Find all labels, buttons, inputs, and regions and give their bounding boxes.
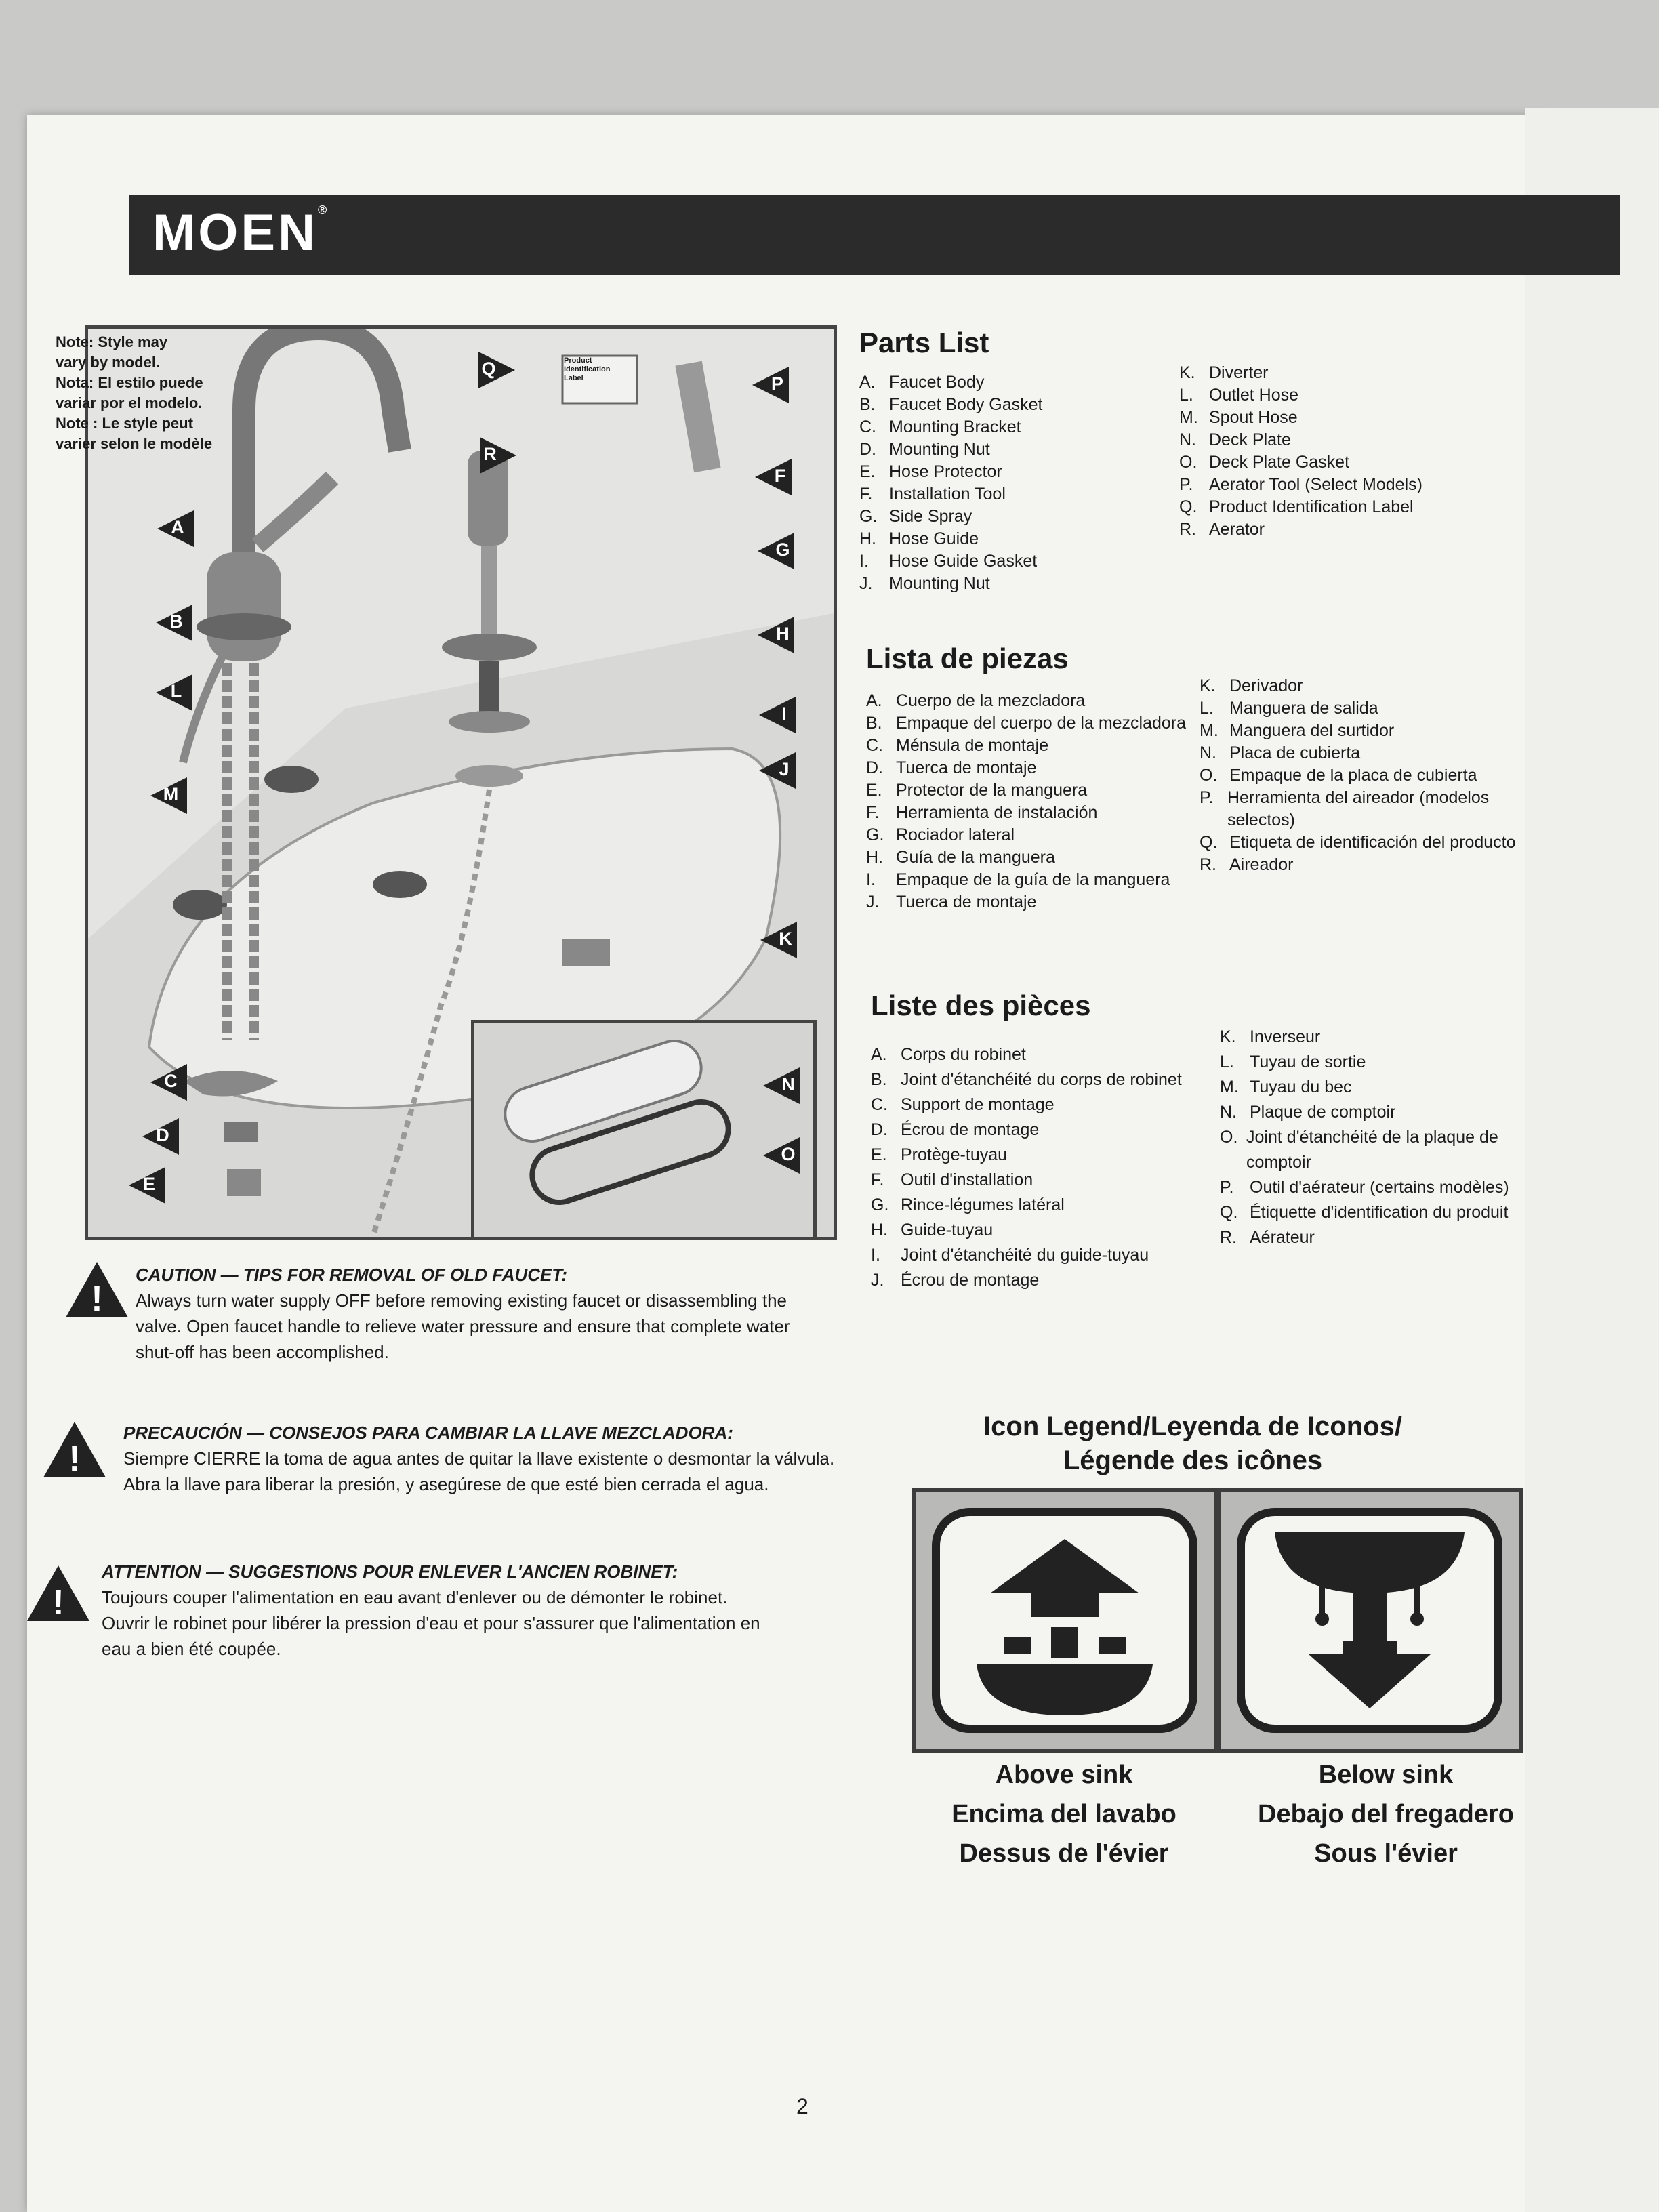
moen-logo: MOEN® bbox=[152, 203, 330, 262]
list-item: J.Tuerca de montaje bbox=[866, 893, 1037, 912]
header-bar bbox=[129, 195, 1620, 275]
product-label-tag: Product Identification Label bbox=[564, 356, 611, 382]
list-item: O.Deck Plate Gasket bbox=[1179, 453, 1350, 472]
list-item: B.Joint d'étanchéité du corps de robinet bbox=[871, 1070, 1182, 1089]
list-item: N.Deck Plate bbox=[1179, 430, 1291, 449]
list-item: D.Mounting Nut bbox=[859, 440, 990, 459]
list-item: J.Écrou de montage bbox=[871, 1271, 1040, 1290]
above-sink-caption: Above sink Encima del lavabo Dessus de l… bbox=[951, 1761, 1176, 1868]
lista-de-piezas-title: Lista de piezas bbox=[866, 642, 1069, 674]
list-item: I.Hose Guide Gasket bbox=[859, 552, 1038, 571]
caution-en: CAUTION — TIPS FOR REMOVAL OF OLD FAUCET… bbox=[136, 1265, 790, 1362]
lista-de-piezas-col2: K.Derivador L.Manguera de salida M.Mangu… bbox=[1200, 675, 1538, 876]
list-item: I.Empaque de la guía de la manguera bbox=[866, 870, 1170, 889]
above-sink-icon bbox=[932, 1508, 1197, 1733]
list-item: P.Herramienta del aireador (modelos sele… bbox=[1200, 788, 1490, 830]
list-item: Q.Product Identification Label bbox=[1179, 497, 1414, 516]
list-item: Q.Etiqueta de identificación del product… bbox=[1200, 833, 1516, 852]
warning-icon: ! bbox=[27, 1565, 89, 1622]
list-item: E.Protège-tuyau bbox=[871, 1145, 1008, 1164]
liste-des-pieces-col1: A.Corps du robinet B.Joint d'étanchéité … bbox=[871, 1042, 1182, 1293]
liste-des-pieces-title: Liste des pièces bbox=[871, 989, 1091, 1021]
list-item: L.Manguera de salida bbox=[1200, 699, 1378, 718]
list-item: K.Inverseur bbox=[1220, 1027, 1321, 1046]
list-item: B.Faucet Body Gasket bbox=[859, 395, 1043, 414]
below-sink-legend-icon bbox=[1216, 1488, 1523, 1753]
caution-fr: ATTENTION — SUGGESTIONS POUR ENLEVER L'A… bbox=[102, 1561, 760, 1659]
list-item: P.Aerator Tool (Select Models) bbox=[1179, 475, 1422, 494]
above-sink-legend-icon bbox=[912, 1488, 1218, 1753]
list-item: E.Hose Protector bbox=[859, 462, 1002, 481]
warning-icon: ! bbox=[66, 1262, 128, 1319]
icon-legend-title: Icon Legend/Leyenda de Iconos/ Légende d… bbox=[983, 1412, 1402, 1475]
list-item: L.Outlet Hose bbox=[1179, 386, 1299, 405]
below-sink-icon bbox=[1237, 1508, 1502, 1733]
list-item: D.Tuerca de montaje bbox=[866, 758, 1037, 777]
list-item: Q.Étiquette d'identification du produit bbox=[1220, 1203, 1509, 1222]
list-item: O.Empaque de la placa de cubierta bbox=[1200, 766, 1477, 785]
list-item: H.Hose Guide bbox=[859, 529, 979, 548]
list-item: E.Protector de la manguera bbox=[866, 781, 1088, 800]
list-item: C.Ménsula de montaje bbox=[866, 736, 1049, 755]
list-item: R.Aireador bbox=[1200, 855, 1294, 874]
list-item: M.Manguera del surtidor bbox=[1200, 721, 1395, 740]
list-item: N.Plaque de comptoir bbox=[1220, 1103, 1396, 1122]
below-sink-caption: Below sink Debajo del fregadero Sous l'é… bbox=[1258, 1761, 1514, 1868]
warning-icon: ! bbox=[43, 1422, 106, 1479]
list-item: A.Corps du robinet bbox=[871, 1045, 1026, 1064]
list-item: H.Guide-tuyau bbox=[871, 1221, 994, 1240]
list-item: N.Placa de cubierta bbox=[1200, 743, 1361, 762]
svg-text:!: ! bbox=[68, 1439, 80, 1479]
list-item: G.Rociador lateral bbox=[866, 825, 1015, 844]
list-item: C.Support de montage bbox=[871, 1095, 1054, 1114]
list-item: G.Side Spray bbox=[859, 507, 972, 526]
liste-des-pieces-col2: K.Inverseur L.Tuyau de sortie M.Tuyau du… bbox=[1220, 1025, 1532, 1250]
list-item: I.Joint d'étanchéité du guide-tuyau bbox=[871, 1246, 1149, 1265]
next-sheet-edge bbox=[1525, 108, 1659, 2212]
svg-text:!: ! bbox=[91, 1279, 102, 1319]
list-item: H.Guía de la manguera bbox=[866, 848, 1055, 867]
list-item: B.Empaque del cuerpo de la mezcladora bbox=[866, 714, 1187, 733]
svg-text:!: ! bbox=[52, 1583, 64, 1622]
list-item: J.Mounting Nut bbox=[859, 574, 990, 593]
list-item: P.Outil d'aérateur (certains modèles) bbox=[1220, 1178, 1509, 1197]
list-item: F.Installation Tool bbox=[859, 485, 1006, 504]
parts-list-title: Parts List bbox=[859, 327, 989, 359]
page-number: 2 bbox=[796, 2094, 808, 2118]
list-item: K.Diverter bbox=[1179, 363, 1269, 382]
parts-list-col2: K.Diverter L.Outlet Hose M.Spout Hose N.… bbox=[1179, 362, 1422, 541]
parts-diagram bbox=[85, 325, 837, 1240]
list-item: C.Mounting Bracket bbox=[859, 417, 1021, 436]
deck-plate-inset bbox=[471, 1020, 817, 1237]
list-item: R.Aérateur bbox=[1220, 1228, 1315, 1247]
list-item: O.Joint d'étanchéité de la plaque de com… bbox=[1220, 1128, 1498, 1172]
list-item: D.Écrou de montage bbox=[871, 1120, 1040, 1139]
list-item: L.Tuyau de sortie bbox=[1220, 1052, 1366, 1071]
caution-es: PRECAUCIÓN — CONSEJOS PARA CAMBIAR LA LL… bbox=[123, 1422, 835, 1494]
list-item: M.Tuyau du bec bbox=[1220, 1078, 1352, 1097]
lista-de-piezas-col1: A.Cuerpo de la mezcladora B.Empaque del … bbox=[866, 690, 1186, 914]
list-item: A.Faucet Body bbox=[859, 373, 985, 392]
parts-list-col1: A.Faucet Body B.Faucet Body Gasket C.Mou… bbox=[859, 371, 1043, 595]
list-item: M.Spout Hose bbox=[1179, 408, 1298, 427]
style-note: Note: Style may vary by model. Nota: El … bbox=[56, 333, 213, 452]
list-item: F.Herramienta de instalación bbox=[866, 803, 1098, 822]
list-item: R.Aerator bbox=[1179, 520, 1265, 539]
list-item: K.Derivador bbox=[1200, 676, 1303, 695]
list-item: F.Outil d'installation bbox=[871, 1170, 1033, 1189]
list-item: G.Rince-légumes latéral bbox=[871, 1195, 1065, 1214]
list-item: A.Cuerpo de la mezcladora bbox=[866, 691, 1086, 710]
